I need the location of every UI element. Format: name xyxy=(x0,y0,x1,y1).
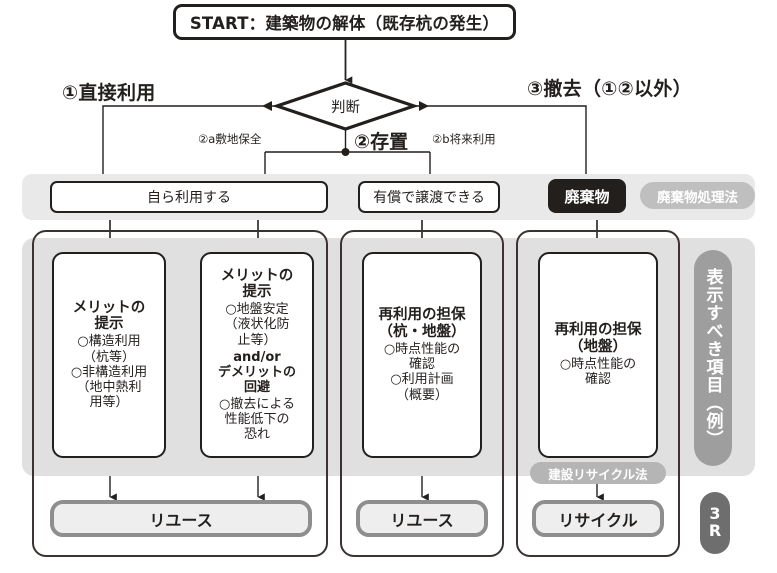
result-reuse-b: リユース xyxy=(356,500,488,537)
item-2-head: メリットの 提示 xyxy=(220,267,294,301)
classification-waste: 廃棄物 xyxy=(548,179,626,213)
branch-label-site-preservation: ②a敷地保全 xyxy=(198,132,262,146)
result-recycle-c-label: リサイクル xyxy=(558,510,638,530)
classification-self-use-label: 自ら利用する xyxy=(147,190,231,206)
classification-sell: 有償で譲渡できる xyxy=(358,181,500,213)
column-removal xyxy=(516,230,680,557)
branch-label-future-use: ②b将来利用 xyxy=(432,132,496,146)
branch-label-retain: ②存置 xyxy=(354,131,409,153)
item-1-body: ○構造利用 （杭等） ○非構造利用 （地中熱利 用等） xyxy=(70,334,148,411)
result-reuse-a-label: リユース xyxy=(149,510,213,530)
item-box-3: 再利用の担保 （杭・地盤） ○時点性能の 確認 ○利用計画 （概要） xyxy=(362,252,482,458)
display-items-pill: 表示すべき項目（例） xyxy=(694,250,732,466)
item-box-2: メリットの 提示 ○地盤安定 （液状化防 止等） and/or デメリットの 回… xyxy=(200,252,314,458)
waste-law-pill: 廃棄物処理法 xyxy=(640,182,755,209)
three-r-line1: 3 xyxy=(709,504,721,524)
item-1-head: メリットの 提示 xyxy=(72,299,146,333)
start-label: START：建築物の解体（既存杭の発生） xyxy=(189,14,500,33)
three-r-line2: R xyxy=(708,521,722,540)
item-3-body: ○時点性能の 確認 ○利用計画 （概要） xyxy=(383,341,461,403)
item-2-body: ○地盤安定 （液状化防 止等） xyxy=(224,302,290,348)
classification-waste-label: 廃棄物 xyxy=(564,187,610,206)
item-3-head: 再利用の担保 （杭・地盤） xyxy=(378,307,466,341)
item-2-mid: and/or デメリットの 回避 xyxy=(217,349,296,396)
branch-label-removal: ③撤去（①②以外） xyxy=(527,78,692,100)
three-r-badge: 3 R xyxy=(700,492,730,554)
construction-recycle-law-pill: 建設リサイクル法 xyxy=(530,462,666,484)
item-box-1: メリットの 提示 ○構造利用 （杭等） ○非構造利用 （地中熱利 用等） xyxy=(52,252,166,458)
start-node: START：建築物の解体（既存杭の発生） xyxy=(173,4,516,40)
item-4-head: 再利用の担保 （地盤） xyxy=(554,322,642,356)
construction-recycle-law-label: 建設リサイクル法 xyxy=(548,466,648,482)
waste-law-pill-label: 廃棄物処理法 xyxy=(657,189,738,206)
result-reuse-a: リユース xyxy=(50,500,312,537)
classification-self-use: 自ら利用する xyxy=(50,181,328,213)
item-4-body: ○時点性能の 確認 xyxy=(559,357,637,388)
result-reuse-b-label: リユース xyxy=(390,510,454,530)
decision-label: 判断 xyxy=(331,99,360,116)
result-recycle-c: リサイクル xyxy=(532,500,664,537)
column-direct-use xyxy=(32,230,328,557)
display-items-label: 表示すべき項目（例） xyxy=(702,268,723,448)
item-box-4: 再利用の担保 （地盤） ○時点性能の 確認 xyxy=(538,252,658,458)
branch-label-direct-use: ①直接利用 xyxy=(62,82,156,104)
decision-node: 判断 xyxy=(277,83,414,129)
classification-sell-label: 有償で譲渡できる xyxy=(373,190,485,206)
item-2-body2: ○撤去による 性能低下の 恐れ xyxy=(219,396,295,443)
